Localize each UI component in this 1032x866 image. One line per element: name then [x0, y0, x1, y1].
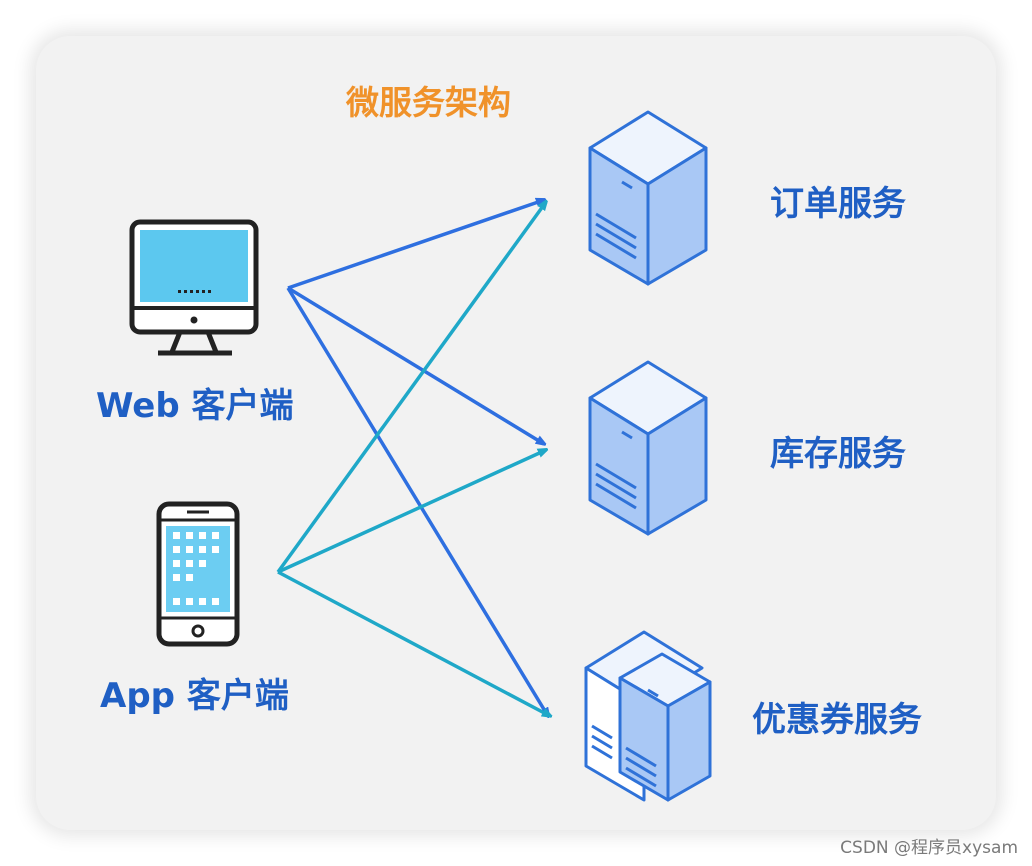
web-client-label: Web 客户端 — [96, 386, 294, 426]
arrow-app-inventory — [277, 450, 546, 574]
watermark-text: CSDN @程序员xysam — [840, 838, 1018, 858]
arrow-web-inventory — [287, 286, 544, 444]
arrow-web-order — [287, 200, 544, 290]
diagram-title: 微服务架构 — [346, 83, 511, 122]
server-icon-coupon — [584, 630, 712, 802]
order-service-label: 订单服务 — [770, 184, 906, 224]
server-icon-inventory — [588, 360, 708, 536]
arrow-web-coupon — [286, 287, 548, 716]
app-client-label: App 客户端 — [100, 676, 289, 716]
coupon-service-label: 优惠券服务 — [752, 700, 922, 740]
inventory-service-label: 库存服务 — [770, 434, 906, 474]
monitor-icon — [129, 219, 259, 356]
arrow-app-coupon — [277, 570, 550, 716]
arrow-app-order — [276, 202, 546, 574]
server-icon-order — [588, 110, 708, 286]
smartphone-icon — [156, 501, 240, 647]
